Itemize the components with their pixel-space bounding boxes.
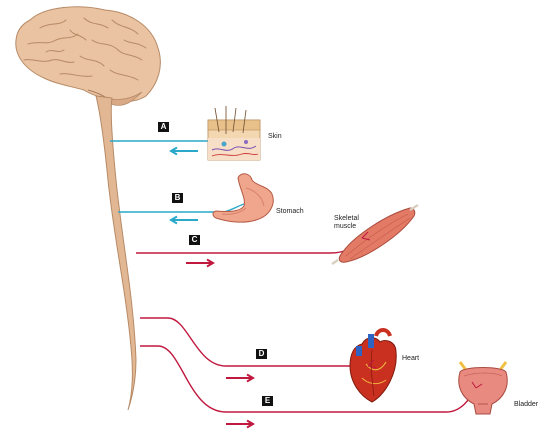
badge-a: A [158, 122, 169, 132]
motor-pathways [136, 237, 477, 413]
motor-line-c [136, 237, 366, 254]
motor-line-d [140, 317, 368, 367]
label-skeletal-muscle-line1: Skeletal [334, 215, 359, 222]
badge-c: C [189, 235, 200, 245]
skeletal-muscle-illustration [331, 203, 419, 266]
skin-illustration [207, 106, 261, 161]
bladder-illustration [458, 361, 508, 415]
label-skeletal-muscle-line2: muscle [334, 223, 357, 230]
stomach-illustration [212, 173, 274, 223]
label-heart: Heart [402, 355, 420, 362]
badge-d: D [256, 349, 267, 359]
sensory-arrows [169, 146, 198, 225]
motor-arrows [186, 258, 255, 429]
heart-illustration [349, 328, 397, 403]
badge-e: E [262, 396, 273, 406]
nerve-endings [361, 231, 483, 389]
label-bladder: Bladder [514, 401, 539, 408]
motor-line-e [140, 345, 477, 413]
label-stomach: Stomach [276, 208, 304, 215]
spinal-cord [95, 95, 137, 411]
label-skin: Skin [268, 133, 282, 140]
brain [15, 6, 161, 106]
badge-b: B [172, 193, 183, 203]
